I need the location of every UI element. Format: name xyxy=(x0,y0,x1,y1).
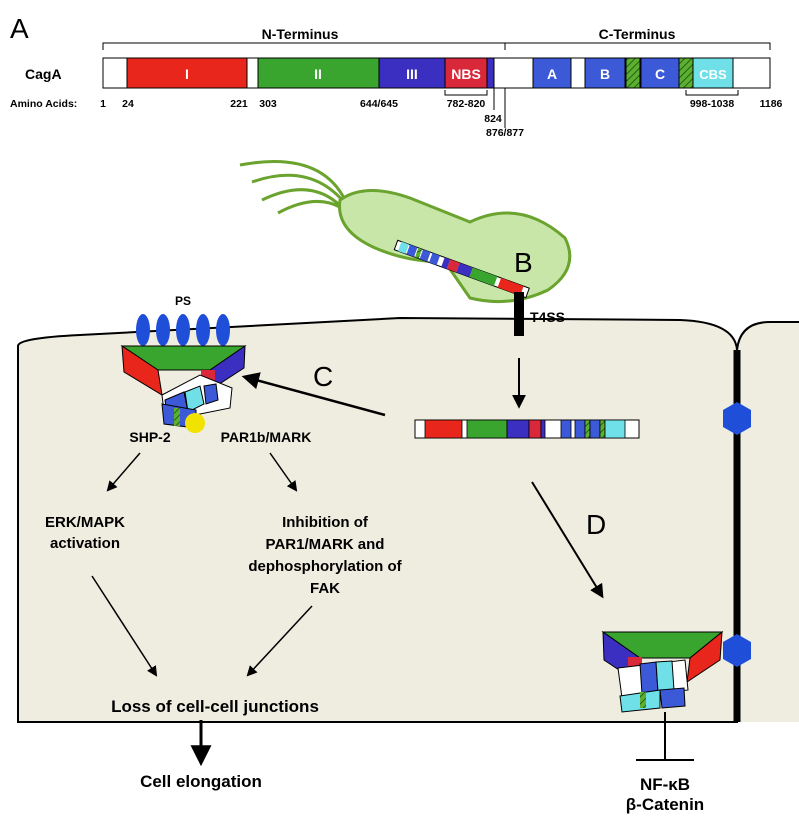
ps-lipids xyxy=(136,314,230,346)
n-terminus-label: N-Terminus xyxy=(262,26,339,42)
hatch-segment-1 xyxy=(625,57,641,89)
position-998: 998-1038 xyxy=(690,98,735,110)
membrane-bound-caga-structure xyxy=(120,345,247,429)
arrow-par1b-to-inhibition xyxy=(269,452,298,492)
arrow-inhibition-to-loss xyxy=(246,605,313,677)
domain-ii-label: II xyxy=(314,66,322,82)
hatch-segment-2 xyxy=(678,57,694,89)
t4ss-channel xyxy=(514,292,524,336)
protein-name-label: CagA xyxy=(25,66,62,82)
position-1186: 1186 xyxy=(760,98,783,110)
domain-i xyxy=(126,57,248,89)
domain-i-label: I xyxy=(185,66,189,82)
beta-catenin-label: β-Catenin xyxy=(626,795,704,814)
shp2-bound-dot xyxy=(185,413,205,433)
arrow-d xyxy=(531,481,604,599)
position-303: 303 xyxy=(259,98,277,110)
position-221: 221 xyxy=(230,98,248,110)
t4ss-label: T4SS xyxy=(530,309,565,325)
motif-b xyxy=(584,57,626,89)
domain-nbs-label: NBS xyxy=(451,66,481,82)
terminus-brackets xyxy=(102,42,771,50)
domain-cbs-label: CBS xyxy=(699,67,727,82)
panel-letter-b: B xyxy=(514,247,533,278)
shp2-label: SHP-2 xyxy=(129,429,170,445)
amino-acids-label: Amino Acids: xyxy=(10,98,77,110)
domain-iii-label: III xyxy=(406,66,418,82)
motif-c-label: C xyxy=(655,66,665,82)
par1b-label: PAR1b/MARK xyxy=(221,429,312,445)
position-24: 24 xyxy=(122,98,134,110)
c-terminus-label: C-Terminus xyxy=(599,26,676,42)
domain-ii xyxy=(257,57,380,89)
inhibition-bar-symbol xyxy=(636,712,694,761)
erk-label-line1: ERK/MAPK xyxy=(45,514,125,531)
inhibition-label-line2: PAR1/MARK and xyxy=(266,536,385,553)
ps-label: PS xyxy=(175,294,191,308)
panel-letter-a: A xyxy=(10,13,29,44)
motif-b-label: B xyxy=(600,66,610,82)
loss-of-junctions-label: Loss of cell-cell junctions xyxy=(111,697,319,716)
erk-label-line2: activation xyxy=(50,535,120,552)
junction-hexagon-top xyxy=(723,402,751,435)
panel-letter-d: D xyxy=(586,509,606,540)
inhibition-label-line3: dephosphorylation of xyxy=(248,558,402,575)
position-brackets xyxy=(444,88,739,128)
arrow-erk-to-loss xyxy=(91,575,158,677)
motif-a xyxy=(532,57,572,89)
arrow-shp2-to-erk xyxy=(106,452,141,492)
inhibition-label-line4: FAK xyxy=(310,580,340,597)
helicobacter-bacterium xyxy=(338,188,572,304)
position-1: 1 xyxy=(100,98,106,110)
caga-domain-bar xyxy=(102,57,771,89)
position-824: 824 xyxy=(484,113,502,125)
domain-cbs xyxy=(692,57,734,89)
junction-bound-caga-structure xyxy=(601,630,724,713)
neighbor-cell xyxy=(737,322,799,722)
nfkb-label: NF-κB xyxy=(640,775,690,794)
translocated-caga xyxy=(414,419,640,439)
arrow-c xyxy=(241,372,386,417)
position-644: 644/645 xyxy=(360,98,398,110)
position-782: 782-820 xyxy=(447,98,486,110)
neighbor-cell-membrane xyxy=(736,321,799,351)
junction-hexagon-bottom xyxy=(723,634,751,667)
inhibition-label-line1: Inhibition of xyxy=(282,514,369,531)
position-876: 876/877 xyxy=(486,127,524,139)
cell-elongation-label: Cell elongation xyxy=(140,772,262,791)
domain-nbs-tail xyxy=(486,57,495,89)
motif-a-label: A xyxy=(547,66,557,82)
caga-in-bacterium xyxy=(393,239,530,299)
panel-letter-c: C xyxy=(313,361,333,392)
